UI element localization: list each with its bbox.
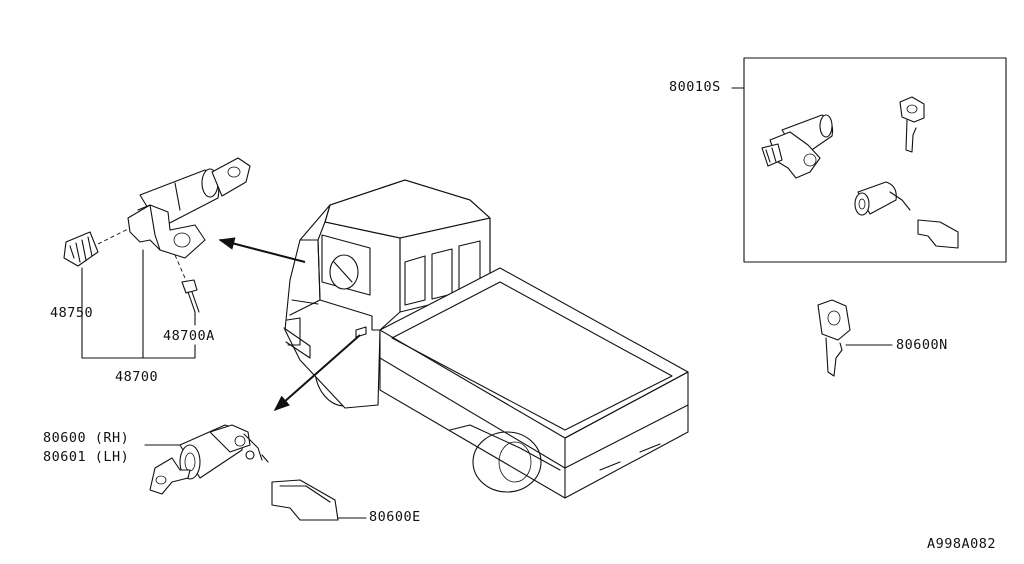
part-label-80600N: 80600N [896, 337, 948, 353]
arrow-to-steering-lock [218, 237, 306, 263]
part-label-48750: 48750 [50, 305, 94, 321]
part-label-80601-lh: 80601 (LH) [43, 449, 130, 465]
part-label-48700: 48700 [115, 369, 159, 385]
steering-lock-assembly [63, 157, 251, 359]
arrow-to-door-lock [273, 334, 361, 412]
part-label-48700A: 48700A [163, 328, 215, 344]
part-label-80600-rh: 80600 (RH) [43, 430, 130, 446]
part-label-80600E: 80600E [369, 509, 421, 525]
truck-illustration [283, 179, 689, 499]
door-lock-assembly [144, 424, 367, 521]
lock-kit-box [731, 57, 1007, 263]
part-label-80010S: 80010S [669, 79, 721, 95]
diagram-code: A998A082 [927, 536, 997, 552]
blank-key [817, 299, 893, 377]
